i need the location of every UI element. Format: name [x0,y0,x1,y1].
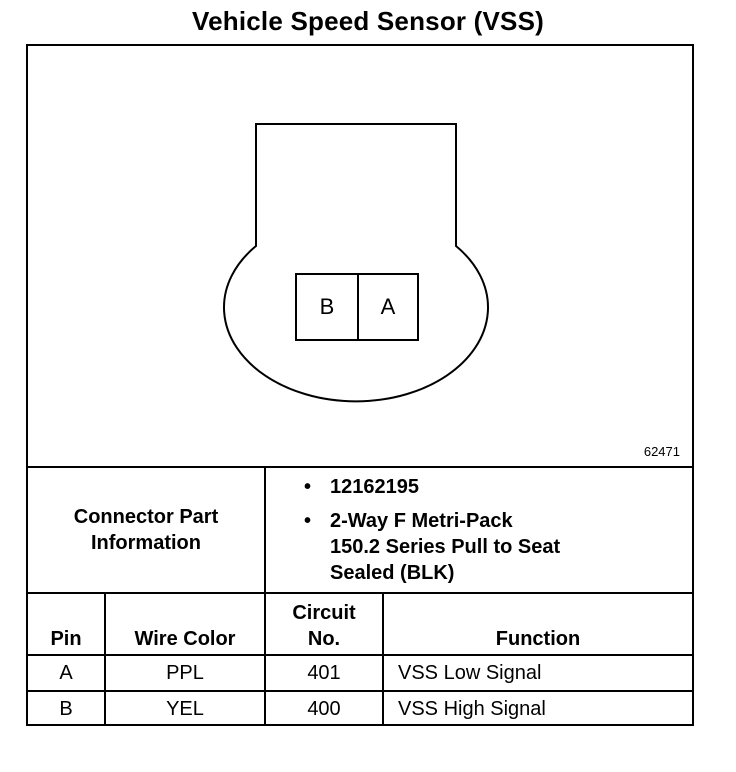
pin-cavity-b [295,273,359,341]
bullet: • [304,476,312,498]
bullet: • [304,510,312,532]
description-line: Sealed (BLK) [330,562,455,584]
list-item: • 2-Way F Metri-Pack 150.2 Series Pull t… [304,508,684,586]
pin-cavity-a [357,273,419,341]
part-number: 12162195 [330,476,419,498]
pin-label-b: B [319,294,335,319]
column-header-pin: Pin [50,628,82,650]
circuit-cell: 401 [307,662,341,684]
divider [28,466,692,468]
pin-cell: A [59,662,73,684]
divider [28,592,692,594]
divider [104,592,106,724]
connector-part-label-line: Connector Part [73,506,219,528]
description-line: 150.2 Series Pull to Seat [330,536,561,558]
connector-diagram: B A 62471 [28,46,692,466]
column-header-function: Function [495,628,581,650]
pin-label-a: A [380,294,396,319]
divider [264,592,266,724]
divider [264,466,266,592]
divider [382,592,384,724]
description-line: 2-Way F Metri-Pack [330,510,513,532]
column-header-circuit-line: No. [307,628,341,650]
column-header-wire-color: Wire Color [134,628,236,650]
divider [28,690,692,692]
connector-sheet: B A 62471 Connector Part Information • 1… [26,44,694,726]
wire-color-cell: YEL [166,698,204,720]
connector-outline [223,123,489,403]
figure-number: 62471 [643,444,680,459]
page-title: Vehicle Speed Sensor (VSS) [192,6,544,36]
pin-cell: B [59,698,73,720]
list-item: • 12162195 [304,474,684,500]
column-header-circuit-line: Circuit [292,602,356,624]
column-header-circuit: Circuit No. [266,600,382,652]
wire-color-cell: PPL [166,662,204,684]
connector-part-label-line: Information [91,532,201,554]
connector-part-info: • 12162195 • 2-Way F Metri-Pack 150.2 Se… [304,474,684,594]
connector-part-label: Connector Part Information [28,468,264,592]
connector-description: 2-Way F Metri-Pack 150.2 Series Pull to … [330,508,560,586]
divider [28,654,692,656]
function-cell: VSS Low Signal [398,662,542,684]
function-cell: VSS High Signal [398,698,546,720]
circuit-cell: 400 [307,698,341,720]
